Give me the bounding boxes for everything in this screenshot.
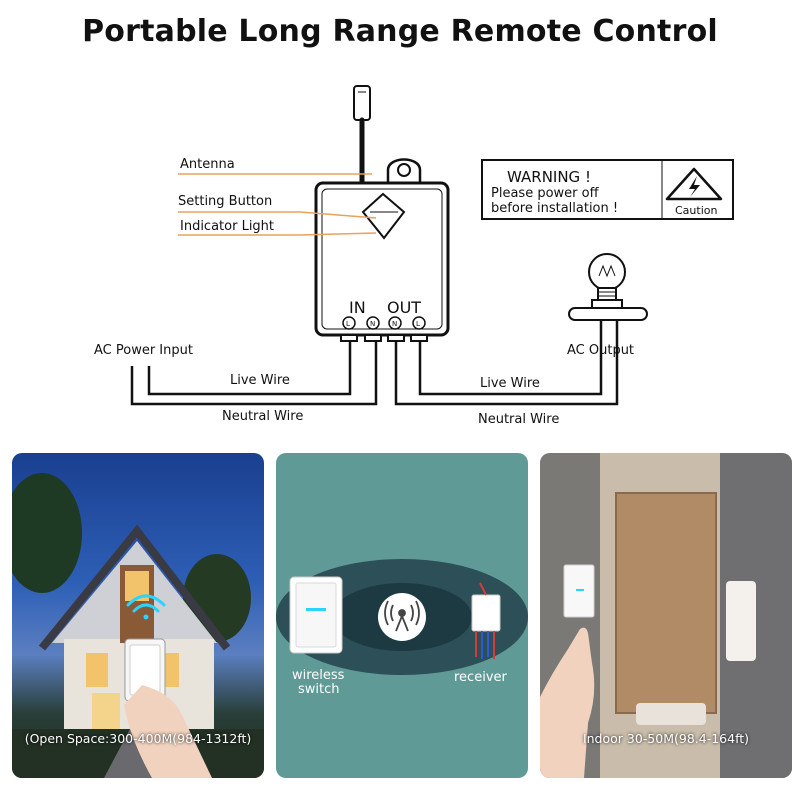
indicator-light-label: Indicator Light — [180, 219, 274, 234]
product-panel: wireless switch receiver — [276, 453, 528, 778]
wifi-signal-icon — [126, 594, 166, 620]
light-bulb-icon — [568, 253, 648, 366]
wireless-switch-label-line2: switch — [298, 682, 340, 697]
in-label: IN — [349, 298, 366, 317]
output-wiring — [394, 341, 619, 406]
live-wire-left-label: Live Wire — [230, 373, 290, 388]
product-scene: wireless switch receiver — [276, 559, 528, 697]
indoor-range-caption: Indoor 30-50M(98.4-164ft) — [582, 731, 750, 746]
outdoor-range-caption: (Open Space:300-400M(984-1312ft) — [24, 731, 252, 746]
wireless-switch-label-line1: wireless — [292, 668, 345, 683]
terminal-l-out: L — [416, 320, 420, 328]
wiring-diagram: IN OUT L N N L Antenna Setting Button In… — [94, 85, 734, 427]
terminal-n-out: N — [392, 320, 397, 328]
warning-line2: before installation ! — [491, 201, 618, 216]
neutral-wire-right-label: Neutral Wire — [478, 412, 559, 427]
antenna-label: Antenna — [180, 157, 235, 172]
neutral-wire-left-label: Neutral Wire — [222, 409, 303, 424]
caution-label: Caution — [675, 204, 717, 217]
terminals: L N N L — [342, 316, 426, 330]
live-wire-right-label: Live Wire — [480, 376, 540, 391]
indicator-light-leader — [178, 232, 377, 236]
page-title: Portable Long Range Remote Control — [82, 14, 718, 49]
setting-button — [361, 192, 406, 240]
out-label: OUT — [387, 298, 421, 317]
outdoor-scene — [12, 473, 264, 778]
terminal-l-in: L — [346, 320, 350, 328]
terminal-n-in: N — [370, 320, 375, 328]
caution-triangle-icon — [665, 167, 723, 201]
ac-power-input-label: AC Power Input — [94, 343, 193, 358]
indoor-scene — [540, 453, 792, 778]
warning-title: WARNING ! — [507, 168, 591, 186]
signal-tower-icon — [384, 600, 420, 632]
receiver-label: receiver — [454, 670, 508, 685]
setting-button-label: Setting Button — [178, 194, 272, 209]
warning-box — [481, 159, 734, 220]
input-wiring — [130, 341, 378, 406]
hanging-ring — [386, 158, 422, 184]
indoor-range-panel: Indoor 30-50M(98.4-164ft) — [540, 453, 792, 778]
antenna-icon — [353, 85, 371, 187]
warning-line1: Please power off — [491, 186, 600, 201]
setting-button-leader — [178, 211, 377, 219]
outdoor-range-panel: (Open Space:300-400M(984-1312ft) — [12, 453, 264, 778]
